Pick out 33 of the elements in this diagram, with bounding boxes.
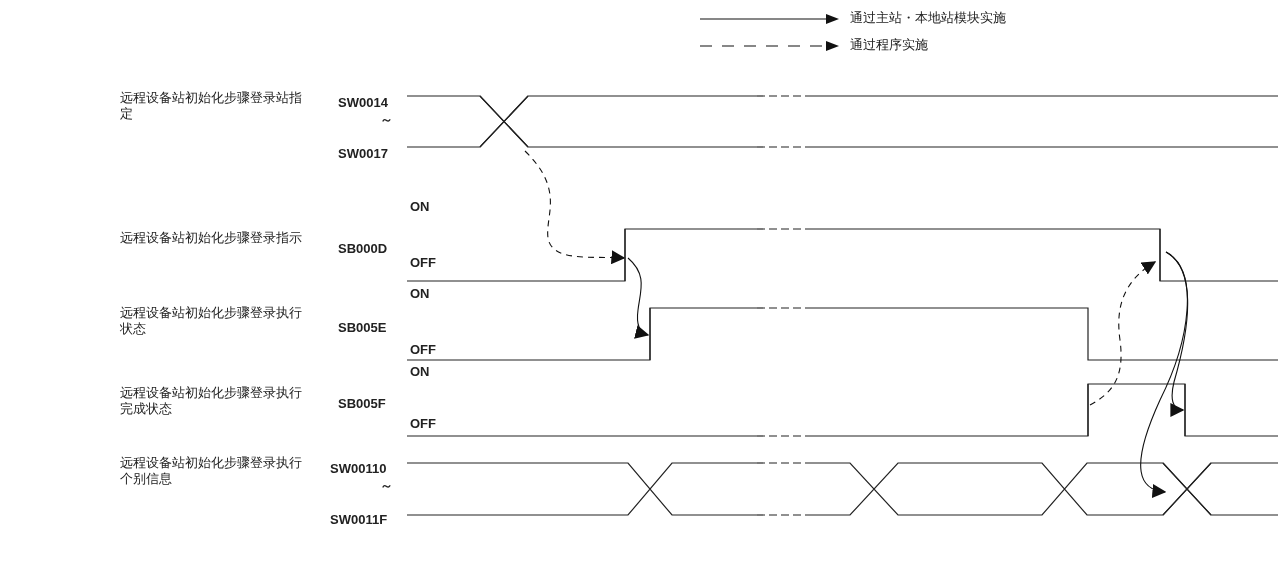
signal-edge (1087, 384, 1089, 436)
data-transition (480, 96, 528, 147)
signal-description: 远程设备站初始化步骤登录执行状态 (120, 305, 303, 337)
signal-name: SW0011F (330, 512, 388, 528)
signal-name: SB005F (338, 396, 386, 412)
signal-name: SW0017 (338, 146, 388, 162)
data-transition (1163, 463, 1211, 515)
signal-description: 远程设备站初始化步骤登录执行个别信息 (120, 455, 303, 487)
signal-name: SB005E (338, 320, 387, 336)
signal-edge (624, 229, 626, 281)
range-mark: ～ (380, 112, 393, 128)
signal-description: 远程设备站初始化步骤登录指示 (120, 230, 303, 246)
state-label: OFF (410, 342, 436, 358)
state-label: OFF (410, 255, 436, 271)
state-label: OFF (410, 416, 436, 432)
signal-edge (1184, 384, 1186, 436)
signal-description: 远程设备站初始化步骤登录站指定 (120, 90, 303, 122)
legend-text: 通过主站・本地站模块实施 (850, 10, 1006, 26)
signal-description: 远程设备站初始化步骤登录执行完成状态 (120, 385, 303, 417)
arrow (1140, 251, 1188, 498)
state-label: ON (410, 286, 430, 302)
state-label: ON (410, 364, 430, 380)
signal-name: SW0014 (338, 95, 388, 111)
signal-edge (649, 308, 651, 360)
signal-name: SB000D (338, 241, 388, 257)
arrow (524, 150, 626, 265)
signal-name: SW00110 (330, 461, 387, 477)
state-label: ON (410, 199, 430, 215)
arrow (1089, 261, 1157, 406)
legend-text: 通过程序实施 (850, 37, 928, 53)
signal-edge (1159, 229, 1161, 281)
range-mark: ～ (380, 478, 393, 494)
arrow (627, 257, 650, 338)
